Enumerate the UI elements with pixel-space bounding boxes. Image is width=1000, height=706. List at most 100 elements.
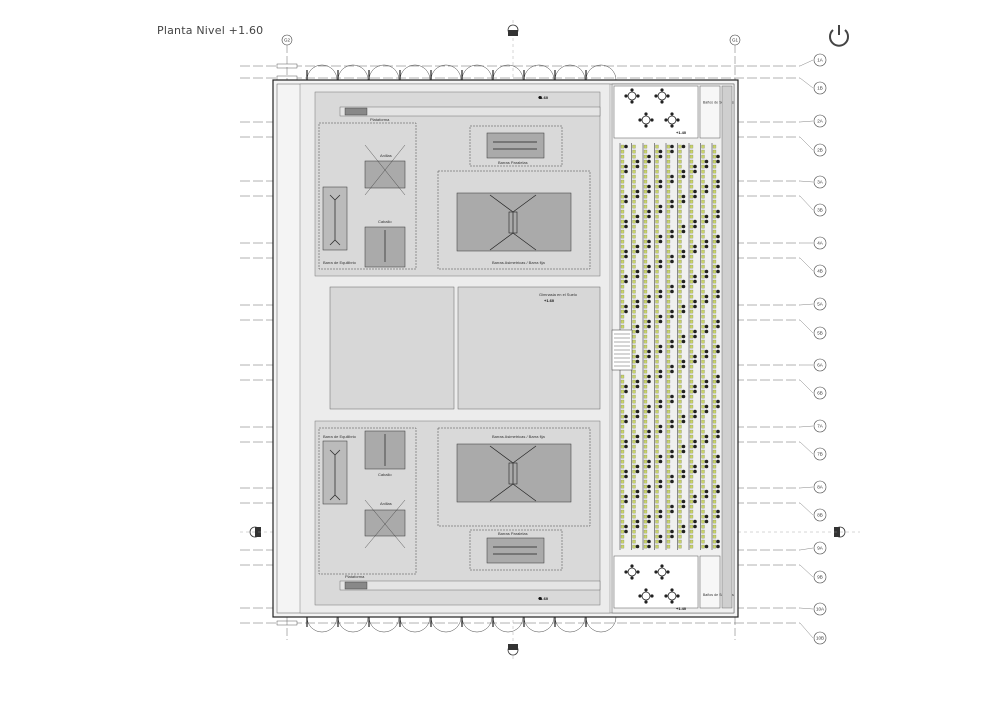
seat <box>678 384 682 389</box>
spectator <box>647 294 651 299</box>
spectator <box>647 429 651 434</box>
seat <box>712 424 717 429</box>
seat <box>701 494 705 499</box>
seat <box>620 184 625 189</box>
seat <box>620 239 625 244</box>
spectator <box>693 334 697 339</box>
seat <box>689 414 694 419</box>
seat <box>701 544 705 549</box>
spectator <box>647 269 651 274</box>
spectator <box>716 319 720 324</box>
seat <box>666 164 671 169</box>
spectator <box>681 444 686 449</box>
spectator <box>704 269 709 274</box>
spectator <box>635 194 640 199</box>
seat <box>666 229 671 234</box>
seat <box>620 264 625 269</box>
seat <box>712 294 717 299</box>
seat <box>620 234 625 239</box>
seat <box>666 499 671 504</box>
seat <box>643 474 648 479</box>
seat <box>643 434 648 439</box>
north-arrow-icon <box>829 25 849 47</box>
seat <box>678 344 682 349</box>
seat <box>678 309 682 314</box>
seat <box>655 454 659 459</box>
spectator <box>635 544 640 549</box>
seat <box>620 414 625 419</box>
seat <box>712 509 717 514</box>
seat <box>620 149 625 154</box>
spectator <box>647 404 651 409</box>
seat <box>701 489 705 494</box>
seat <box>678 379 682 384</box>
seat <box>701 254 705 259</box>
grid-label: 2A <box>817 119 823 124</box>
door-top <box>399 64 431 81</box>
seat <box>689 469 694 474</box>
spectator <box>658 179 663 184</box>
seat <box>655 179 659 184</box>
spectator <box>704 299 709 304</box>
spectator <box>693 304 697 309</box>
seat <box>643 404 648 409</box>
seat <box>689 464 694 469</box>
bench-top <box>339 106 601 117</box>
seat <box>666 439 671 444</box>
door-top <box>492 64 524 81</box>
seat <box>643 249 648 254</box>
seat <box>712 434 717 439</box>
grid-label: 4A <box>817 241 823 246</box>
seat <box>678 154 682 159</box>
seat <box>643 209 648 214</box>
seat <box>701 179 705 184</box>
seat <box>632 209 636 214</box>
spectator <box>670 534 674 539</box>
spectator <box>624 249 628 254</box>
spectator <box>716 539 720 544</box>
spectator <box>647 544 651 549</box>
grid-label: 7B <box>817 452 823 457</box>
seat <box>666 534 671 539</box>
grid-label: 6B <box>817 391 823 396</box>
seat <box>655 339 659 344</box>
seat <box>655 304 659 309</box>
spectator <box>647 244 651 249</box>
seat <box>689 189 694 194</box>
seat <box>655 189 659 194</box>
spectator <box>716 269 720 274</box>
seat <box>689 329 694 334</box>
spectator <box>704 329 709 334</box>
spectator <box>647 299 651 304</box>
seat <box>632 439 636 444</box>
seat <box>632 504 636 509</box>
seat <box>632 164 636 169</box>
seat <box>666 259 671 264</box>
seat <box>712 209 717 214</box>
spectator <box>624 469 628 474</box>
seat <box>701 154 705 159</box>
spectator <box>635 524 640 529</box>
spectator <box>670 339 674 344</box>
grid-label: 4B <box>817 269 823 274</box>
seat <box>632 329 636 334</box>
seat <box>655 519 659 524</box>
parallel-bars-zone-bottom <box>469 529 563 571</box>
seat <box>712 404 717 409</box>
seat <box>655 434 659 439</box>
seat <box>632 464 636 469</box>
pommel-bottom-label: Caballo <box>378 472 392 477</box>
spectator <box>670 314 674 319</box>
bench-bottom <box>339 580 601 591</box>
seat <box>712 289 717 294</box>
seat <box>666 444 671 449</box>
seat <box>620 439 625 444</box>
seat <box>701 289 705 294</box>
spectator <box>681 304 686 309</box>
seat <box>678 429 682 434</box>
seat <box>689 429 694 434</box>
seat <box>643 159 648 164</box>
spectator <box>716 324 720 329</box>
level-cafe-bottom: +1.40 <box>676 606 687 611</box>
seat <box>632 154 636 159</box>
